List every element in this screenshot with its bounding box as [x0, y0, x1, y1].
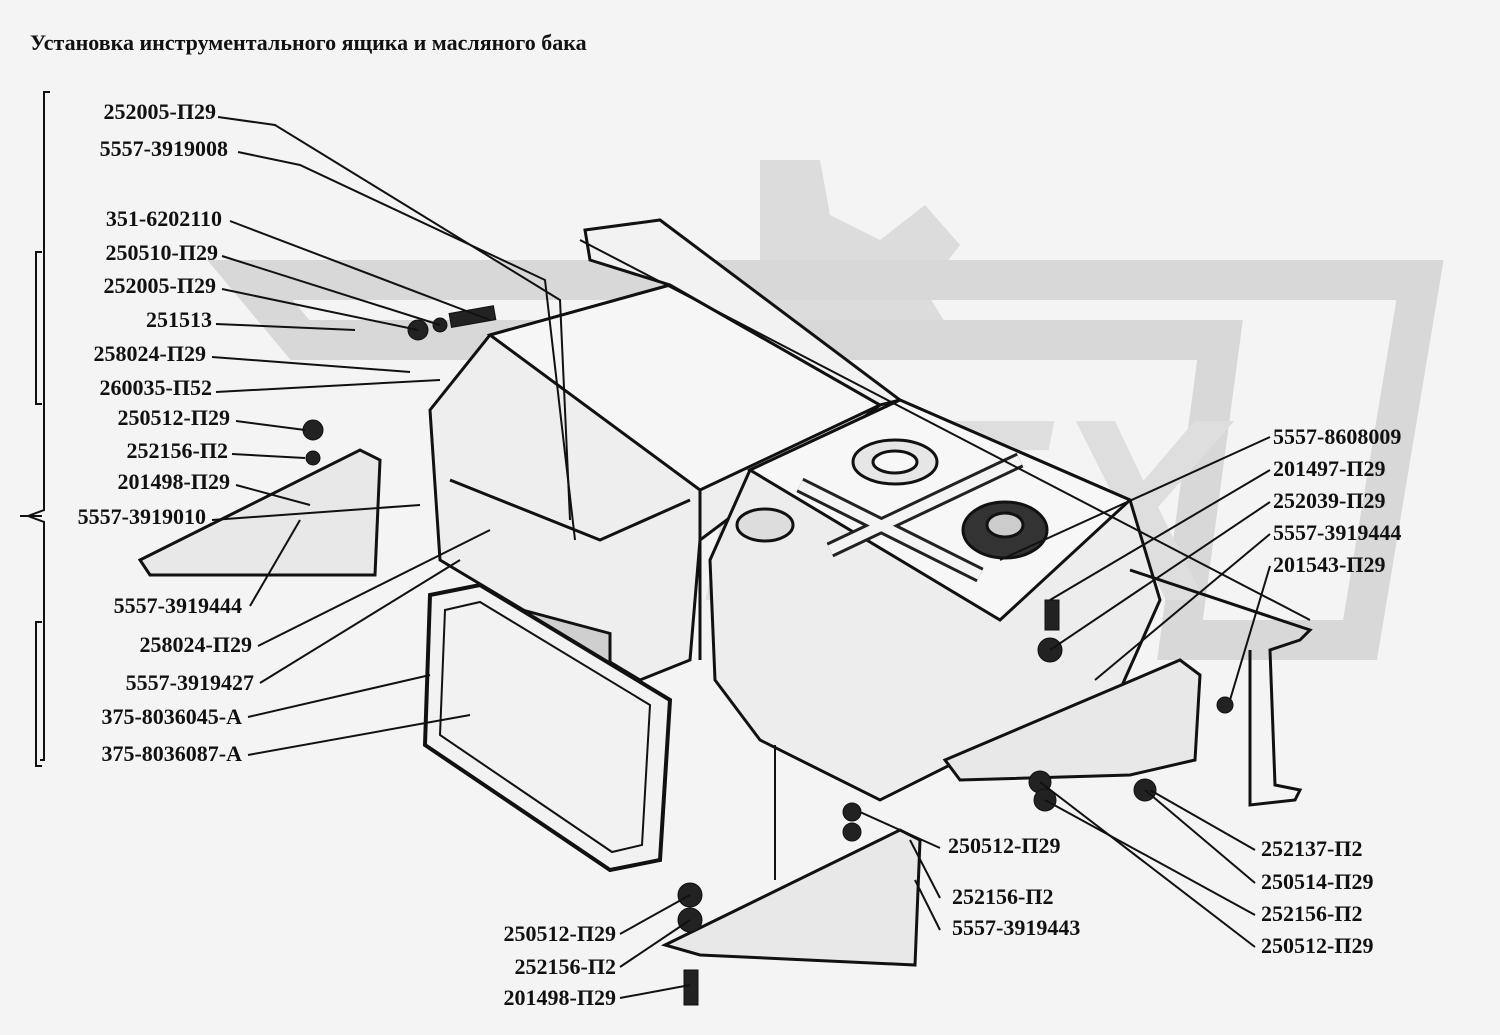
part-label: 250510-П29: [105, 240, 218, 265]
part-label: 252156-П2: [1261, 901, 1363, 926]
part-label: 258024-П29: [93, 341, 206, 366]
mounting-frame: [137, 239, 1313, 967]
fasteners: [302, 305, 1234, 1006]
part-label: 351-6202110: [105, 206, 222, 231]
part-label: 252039-П29: [1273, 488, 1386, 513]
part-label: 5557-3919444: [1273, 520, 1402, 545]
part-label: 250512-П29: [1261, 933, 1374, 958]
part-label: 5557-3919443: [952, 915, 1081, 940]
part-label: 5557-8608009: [1273, 424, 1402, 449]
part-label: 258024-П29: [139, 632, 252, 657]
part-label: 201498-П29: [117, 469, 230, 494]
part-label: 375-8036087-А: [101, 741, 242, 766]
part-label: 250514-П29: [1261, 869, 1374, 894]
part-label: 250512-П29: [117, 405, 230, 430]
part-label: 252137-П2: [1261, 836, 1363, 861]
tool-box-lid: [422, 582, 673, 873]
leader-lines: [211, 116, 1271, 999]
part-label: 5557-3919444: [113, 593, 242, 618]
part-label: 201543-П29: [1273, 552, 1386, 577]
part-label: 252005-П29: [103, 99, 216, 124]
page-title: Установка инструментального ящика и масл…: [30, 30, 587, 55]
part-label: 251513: [146, 307, 212, 332]
part-label: 375-8036045-А: [101, 704, 242, 729]
part-label: 260035-П52: [99, 375, 212, 400]
part-label: 252156-П2: [514, 954, 616, 979]
part-label: 252156-П2: [952, 884, 1054, 909]
part-label: 5557-3919427: [125, 670, 254, 695]
part-label: 5557-3919008: [99, 136, 228, 161]
part-label: 252005-П29: [103, 273, 216, 298]
part-label: 250512-П29: [503, 921, 616, 946]
part-label: 250512-П29: [948, 833, 1061, 858]
group-brackets: [20, 91, 50, 767]
part-label: 201497-П29: [1273, 456, 1386, 481]
part-label: 252156-П2: [126, 438, 228, 463]
part-label: 5557-3919010: [77, 504, 206, 529]
part-label: 201498-П29: [503, 985, 616, 1010]
oil-tank: [708, 398, 1162, 802]
